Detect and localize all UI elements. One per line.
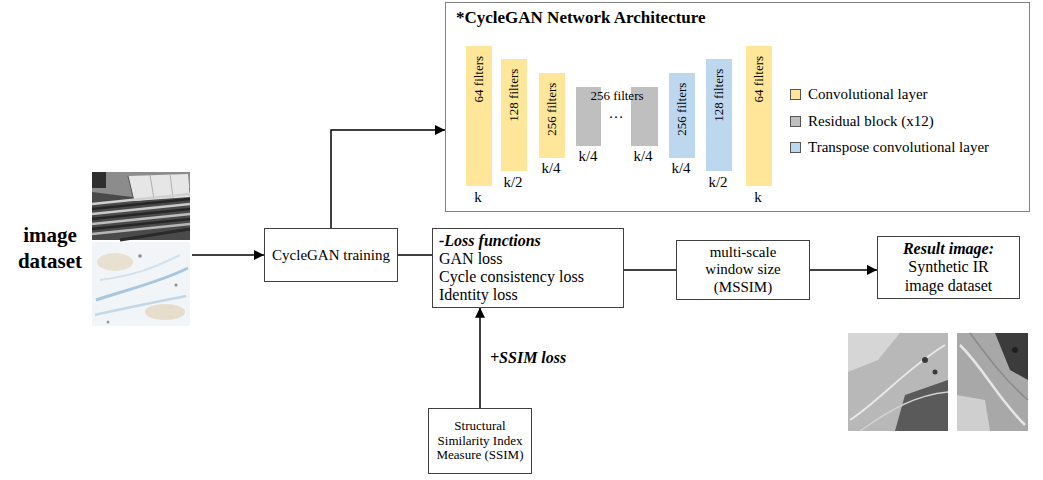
connector-line bbox=[624, 269, 676, 271]
transpose-conv-layer: 128 filters bbox=[706, 59, 732, 171]
synthetic-ir-photo-part bbox=[995, 333, 1028, 380]
aerial-photo-light-part bbox=[95, 296, 186, 315]
layer-label: 256 filters bbox=[545, 82, 559, 135]
arrow-connector bbox=[810, 269, 877, 271]
conv-layer: 64 filters bbox=[466, 46, 492, 186]
aerial-photo-light-part bbox=[100, 255, 180, 280]
ssim-box: Structural Similarity Index Measure (SSI… bbox=[428, 408, 532, 474]
arrow-connector bbox=[331, 130, 445, 228]
arrow-connector bbox=[479, 308, 481, 408]
arrow-connector bbox=[192, 254, 264, 256]
conv-layer: 256 filters bbox=[539, 73, 565, 158]
size-label: k bbox=[754, 189, 762, 206]
synthetic-ir-photo-part bbox=[960, 345, 1025, 425]
synthetic-ir-photo-part bbox=[1012, 347, 1018, 353]
aerial-photo-light-part bbox=[145, 304, 185, 320]
size-label: k bbox=[474, 189, 482, 206]
panel-title: *CycleGAN Network Architecture bbox=[446, 3, 1029, 28]
synthetic-ir-photo-part bbox=[970, 333, 1028, 400]
size-label: k/4 bbox=[541, 160, 560, 177]
box-label: GAN loss bbox=[439, 250, 503, 268]
size-label: k/2 bbox=[503, 174, 522, 191]
input-label: image dataset bbox=[10, 222, 90, 275]
synthetic-ir-photo-part bbox=[957, 395, 990, 431]
aerial-photo-dark-part bbox=[120, 229, 190, 240]
box-heading: -Loss functions bbox=[439, 232, 541, 250]
loss-box: -Loss functionsGAN lossCycle consistency… bbox=[432, 228, 624, 308]
legend-label: Transpose convolutional layer bbox=[808, 139, 989, 156]
edge-label: +SSIM loss bbox=[488, 349, 568, 367]
aerial-photo-dark-part bbox=[92, 172, 106, 188]
aerial-photo-light-part bbox=[107, 321, 110, 324]
conv-layer: 64 filters bbox=[746, 46, 772, 186]
connector-line bbox=[398, 254, 432, 256]
size-label: k/4 bbox=[578, 148, 597, 165]
aerial-photo-dark bbox=[92, 172, 190, 240]
layer-label: 64 filters bbox=[472, 55, 486, 102]
synthetic-ir-photo-part bbox=[860, 392, 948, 431]
box-label: Result image: bbox=[903, 240, 994, 258]
box-label: Structural Similarity Index Measure (SSI… bbox=[433, 419, 527, 464]
synthetic-ir-photo-part bbox=[933, 370, 938, 375]
synthetic-ir-photo-part bbox=[848, 333, 948, 431]
aerial-photo-light-part bbox=[138, 254, 142, 258]
legend-swatch bbox=[790, 116, 801, 127]
synthetic-ir-photo bbox=[957, 333, 1028, 431]
ellipsis: … bbox=[609, 105, 624, 122]
size-label: k/4 bbox=[633, 148, 652, 165]
legend-row: Transpose convolutional layer bbox=[790, 139, 989, 156]
legend-row: Convolutional layer bbox=[790, 86, 928, 103]
synthetic-ir-photo-part bbox=[848, 333, 900, 372]
aerial-photo-light-part bbox=[92, 242, 190, 326]
legend-label: Residual block (x12) bbox=[808, 113, 934, 130]
process-box: CycleGAN training bbox=[264, 228, 398, 282]
layer-label: 256 filters bbox=[576, 89, 658, 103]
aerial-photo-light-part bbox=[96, 268, 188, 300]
aerial-photo-dark-part bbox=[92, 204, 190, 214]
layer-label: 64 filters bbox=[752, 55, 766, 102]
size-label: k/4 bbox=[671, 160, 690, 177]
box-label: Identity loss bbox=[439, 286, 518, 304]
aerial-photo-dark-part bbox=[92, 209, 190, 219]
transpose-conv-layer: 256 filters bbox=[669, 73, 695, 158]
result-box: Result image:Synthetic IR image dataset bbox=[877, 236, 1020, 299]
aerial-photo-dark-part bbox=[92, 219, 190, 229]
layer-label: 256 filters bbox=[675, 82, 689, 135]
synthetic-ir-photo-part bbox=[957, 333, 1028, 431]
legend-row: Residual block (x12) bbox=[790, 113, 934, 130]
legend-label: Convolutional layer bbox=[808, 86, 928, 103]
aerial-photo-dark-part bbox=[92, 214, 190, 224]
aerial-photo-dark-part bbox=[92, 199, 190, 209]
conv-layer: 128 filters bbox=[501, 59, 527, 171]
aerial-photo-dark-part bbox=[92, 172, 190, 240]
box-label: Synthetic IR image dataset bbox=[892, 258, 1005, 295]
synthetic-ir-photo-part bbox=[922, 357, 928, 363]
dataset-group: image dataset bbox=[6, 168, 192, 328]
box-label: Cycle consistency loss bbox=[439, 268, 584, 286]
legend-swatch bbox=[790, 89, 801, 100]
box-label: multi-scale window size (MSSIM) bbox=[691, 244, 795, 296]
aerial-photo-light-part bbox=[97, 253, 133, 271]
architecture-panel: *CycleGAN Network Architecture 64 filters… bbox=[445, 2, 1030, 212]
aerial-photo-dark-part bbox=[92, 194, 190, 204]
aerial-photo-light bbox=[92, 242, 190, 326]
synthetic-ir-photo-part bbox=[850, 345, 945, 420]
size-label: k/2 bbox=[708, 174, 727, 191]
legend-swatch bbox=[790, 142, 801, 153]
aerial-photo-dark-part bbox=[128, 176, 134, 201]
synthetic-ir-photo bbox=[848, 333, 948, 431]
aerial-photo-light-part bbox=[175, 284, 178, 287]
layer-label: 128 filters bbox=[507, 68, 521, 121]
box-label: CycleGAN training bbox=[272, 246, 390, 264]
layer-label: 128 filters bbox=[712, 68, 726, 121]
process-box: multi-scale window size (MSSIM) bbox=[676, 240, 810, 300]
